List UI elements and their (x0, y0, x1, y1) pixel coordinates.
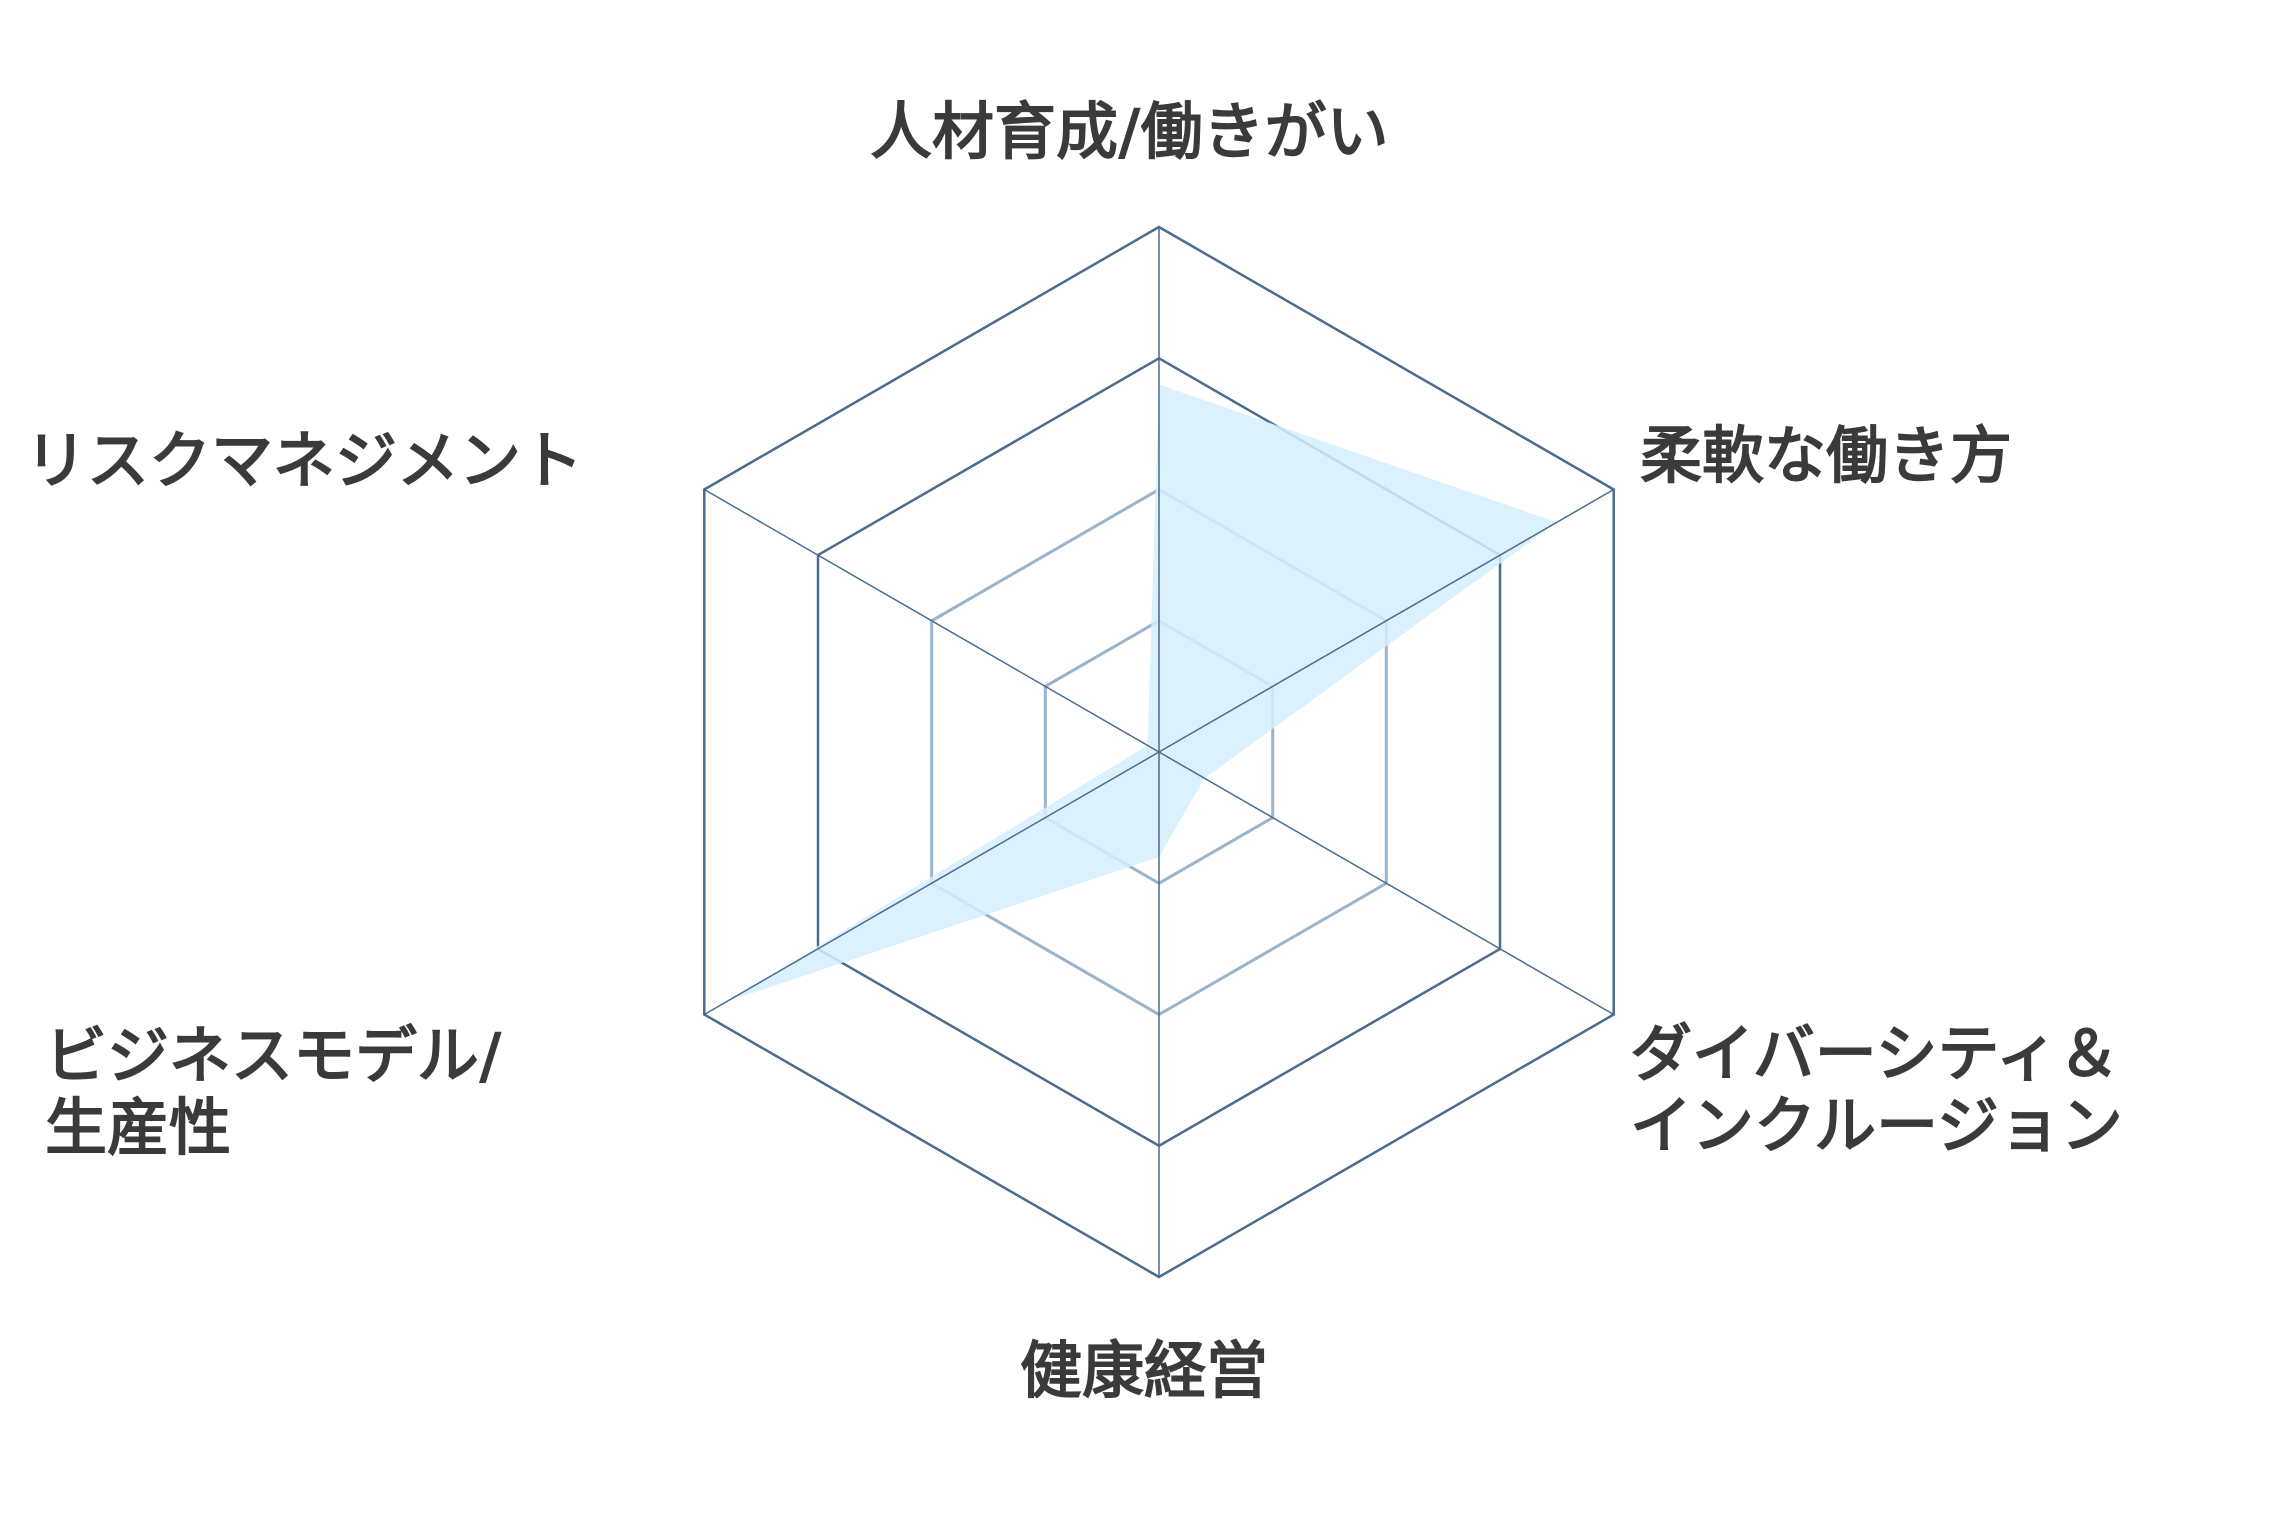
axis-label-5: リスクマネジメント (25, 425, 583, 497)
axis-label-1-line-0: 柔軟な働き方 (1640, 419, 2013, 492)
axis-label-2: ダイバーシティ＆ インクルージョン (1630, 1018, 2123, 1162)
axis-label-1: 柔軟な働き方 (1640, 420, 2012, 492)
axis-label-5-line-0: リスクマネジメント (25, 424, 584, 497)
axis-spoke-5 (703, 488, 1160, 753)
axis-label-0: 人材育成/働きがい (870, 96, 1389, 168)
axis-spoke-2 (1158, 751, 1615, 1016)
data-area (727, 384, 1557, 1002)
axis-spoke-4 (703, 751, 1160, 1016)
axis-spokes (703, 227, 1615, 1277)
axis-label-4-line-0: ビジネスモデル/ (45, 1019, 502, 1092)
axis-label-3-line-0: 健康経営 (1020, 1334, 1269, 1407)
axis-label-2-line-0: ダイバーシティ＆ (1630, 1017, 2120, 1090)
axis-label-0-line-0: 人材育成/働きがい (870, 95, 1389, 168)
axis-label-3: 健康経営 (1020, 1335, 1268, 1407)
axis-label-4-line-1: 生産性 (45, 1091, 232, 1164)
axis-spoke-1 (1158, 488, 1615, 753)
axis-label-2-line-1: インクルージョン (1630, 1089, 2123, 1162)
axis-label-4: ビジネスモデル/ 生産性 (45, 1020, 502, 1164)
